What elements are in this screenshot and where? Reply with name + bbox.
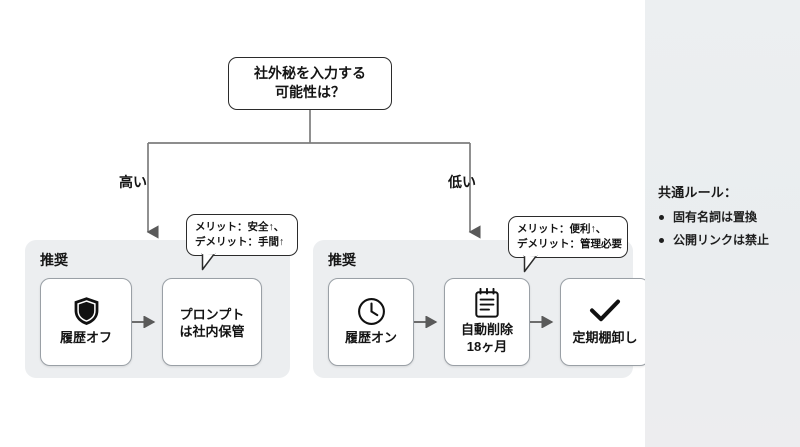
- node-auto-delete-label: 自動削除 18ヶ月: [461, 322, 513, 354]
- list-item: 公開リンクは禁止: [658, 233, 798, 248]
- node-history-on-label: 履歴オン: [344, 330, 397, 346]
- bullet-icon: [659, 238, 664, 243]
- recommendation-panel-low: 推奨 履歴オン: [313, 240, 650, 378]
- callout-high-line-2: デメリット：手間↑: [195, 235, 285, 248]
- callout-low-line-2: デメリット：管理必要: [517, 237, 622, 250]
- node-auto-delete[interactable]: 自動削除 18ヶ月: [444, 278, 530, 366]
- node-periodic-stocktake-label: 定期棚卸し: [572, 330, 638, 346]
- panel-title-left: 推奨: [40, 252, 68, 268]
- branch-label-low: 低い: [448, 174, 476, 190]
- common-rules-sidebar: 共通ルール： 固有名詞は置換 公開リンクは禁止: [645, 0, 800, 447]
- node-history-off-label: 履歴オフ: [59, 330, 112, 346]
- node-auto-delete-line-2: 18ヶ月: [466, 338, 508, 354]
- node-prompt-internal-storage[interactable]: プロンプト は社内保管: [162, 278, 262, 366]
- panel-row-right: 履歴オン: [328, 278, 650, 366]
- node-prompt-line-2: は社内保管: [179, 323, 245, 339]
- common-rules-block: 共通ルール： 固有名詞は置換 公開リンクは禁止: [658, 182, 798, 256]
- node-prompt-line-1: プロンプト: [179, 307, 245, 323]
- callout-low-line-1: メリット：便利↑、: [517, 223, 607, 235]
- arrow-right-icon: [132, 316, 162, 328]
- root-question-text: 社外秘を入力する 可能性は？: [254, 64, 366, 103]
- recommendation-panel-high: 推奨 履歴オフ プロンプト は社内保管: [25, 240, 290, 378]
- root-question-box: 社外秘を入力する 可能性は？: [228, 57, 392, 110]
- branch-label-high: 高い: [119, 174, 147, 190]
- common-rules-title: 共通ルール：: [658, 185, 738, 200]
- node-auto-delete-line-1: 自動削除: [460, 322, 513, 338]
- common-rule-text: 公開リンクは禁止: [673, 233, 770, 247]
- list-item: 固有名詞は置換: [658, 210, 798, 225]
- node-prompt-internal-storage-label: プロンプト は社内保管: [179, 307, 244, 339]
- callout-tail-icon: [523, 255, 538, 273]
- node-periodic-stocktake[interactable]: 定期棚卸し: [560, 278, 650, 366]
- callout-high-tradeoffs: メリット：安全↑、 デメリット：手間↑: [186, 214, 298, 271]
- callout-tail-icon: [201, 253, 216, 271]
- common-rules-list: 固有名詞は置換 公開リンクは禁止: [658, 210, 798, 248]
- shield-icon: [73, 296, 100, 326]
- common-rule-text: 固有名詞は置換: [673, 210, 758, 224]
- root-question-line-1: 社外秘を入力する: [254, 65, 366, 81]
- check-icon: [589, 296, 621, 326]
- node-history-on[interactable]: 履歴オン: [328, 278, 414, 366]
- arrow-right-icon: [530, 316, 560, 328]
- callout-low-tradeoffs: メリット：便利↑、 デメリット：管理必要: [508, 216, 628, 273]
- panel-title-right: 推奨: [328, 252, 356, 268]
- panel-row-left: 履歴オフ プロンプト は社内保管: [40, 278, 262, 366]
- callout-high-line-1: メリット：安全↑、: [195, 221, 285, 233]
- clock-icon: [357, 296, 386, 326]
- root-question-line-2: 可能性は？: [275, 84, 345, 101]
- node-history-off[interactable]: 履歴オフ: [40, 278, 132, 366]
- notepad-icon: [474, 288, 500, 318]
- arrow-right-icon: [414, 316, 444, 328]
- bullet-icon: [659, 215, 664, 220]
